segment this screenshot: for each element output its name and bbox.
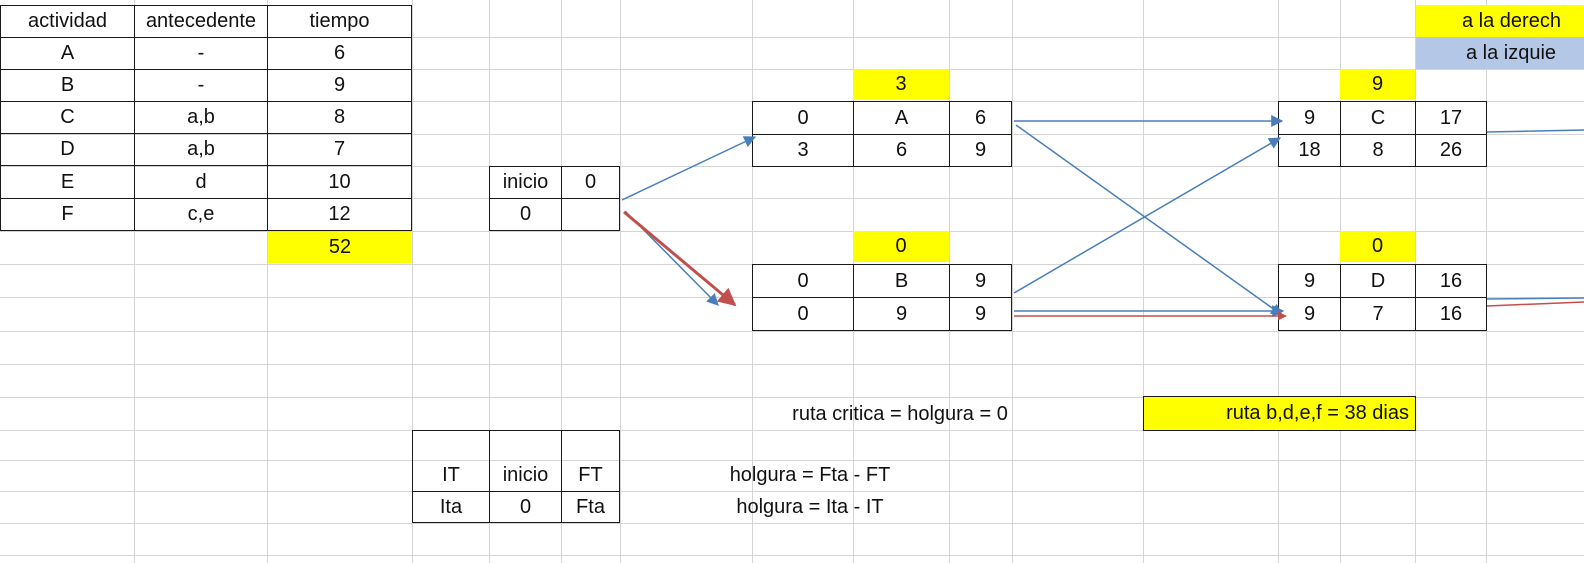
gridline-horizontal <box>0 430 1584 431</box>
cell-act-f[interactable]: F <box>0 198 135 231</box>
node-c-name[interactable]: C <box>1340 101 1416 135</box>
cell-time-c[interactable]: 8 <box>267 101 412 134</box>
node-d-duration[interactable]: 7 <box>1340 297 1416 331</box>
key-inicio[interactable]: inicio <box>489 430 562 492</box>
legend-left-cell[interactable]: a la izquie <box>1416 37 1584 69</box>
inicio-top-right-cell[interactable]: 0 <box>561 166 620 199</box>
gridline-vertical <box>620 0 621 563</box>
gridline-horizontal <box>0 397 1584 398</box>
arrow-inicio-to-b <box>624 210 719 306</box>
cell-act-e[interactable]: E <box>0 165 135 199</box>
gridline-horizontal <box>0 69 1584 70</box>
header-tiempo[interactable]: tiempo <box>267 5 412 38</box>
cell-ant-c[interactable]: a,b <box>134 101 268 134</box>
critical-rule-note[interactable]: ruta critica = holgura = 0 <box>792 403 1008 425</box>
cell-ant-b[interactable]: - <box>134 69 268 102</box>
node-d-name[interactable]: D <box>1340 264 1416 298</box>
cell-act-c[interactable]: C <box>0 101 135 134</box>
header-antecedente[interactable]: antecedente <box>134 5 268 38</box>
node-a-ef[interactable]: 6 <box>949 101 1012 135</box>
cell-time-f[interactable]: 12 <box>267 198 412 231</box>
node-d-lf[interactable]: 16 <box>1415 297 1487 331</box>
node-a-slack[interactable]: 3 <box>853 69 949 100</box>
gridline-horizontal <box>0 491 1584 492</box>
node-d-ef[interactable]: 16 <box>1415 264 1487 298</box>
arrow-inicio-to-b-critical <box>623 210 737 307</box>
legend-right-cell[interactable]: a la derech <box>1416 5 1584 37</box>
total-time-cell[interactable]: 52 <box>268 232 412 263</box>
cell-time-d[interactable]: 7 <box>267 133 412 166</box>
gridline-horizontal <box>0 331 1584 332</box>
node-a-es[interactable]: 0 <box>752 101 854 135</box>
arrow-d-out <box>1486 297 1584 300</box>
arrow-d-out-critical <box>1486 301 1584 307</box>
node-b-es[interactable]: 0 <box>752 264 854 298</box>
node-c-lf[interactable]: 26 <box>1415 134 1487 167</box>
gridline-horizontal <box>0 555 1584 556</box>
gridline-horizontal <box>0 523 1584 524</box>
gridline-vertical <box>134 0 135 563</box>
node-c-slack[interactable]: 9 <box>1340 69 1415 100</box>
gridline-horizontal <box>0 37 1584 38</box>
arrow-b-to-c <box>1013 137 1282 294</box>
cell-time-e[interactable]: 10 <box>267 165 412 199</box>
gridline-vertical <box>267 0 268 563</box>
inicio-bottom-right-cell[interactable] <box>561 198 620 231</box>
gridline-horizontal <box>0 231 1584 232</box>
key-fta[interactable]: Fta <box>561 491 620 523</box>
gridline-vertical <box>412 0 413 563</box>
inicio-bottom-mid-cell[interactable]: 0 <box>489 198 562 231</box>
node-c-ef[interactable]: 17 <box>1415 101 1487 135</box>
gridline-vertical <box>1012 0 1013 563</box>
key-ft[interactable]: FT <box>561 430 620 492</box>
gridline-horizontal <box>0 460 1584 461</box>
node-d-ls[interactable]: 9 <box>1278 297 1341 331</box>
header-actividad[interactable]: actividad <box>0 5 135 38</box>
node-c-ls[interactable]: 18 <box>1278 134 1341 167</box>
cell-time-b[interactable]: 9 <box>267 69 412 102</box>
cell-ant-e[interactable]: d <box>134 165 268 199</box>
arrow-c-out <box>1486 129 1584 133</box>
node-a-lf[interactable]: 9 <box>949 134 1012 167</box>
slack-forward-note[interactable]: holgura = Fta - FT <box>729 463 891 486</box>
cell-act-d[interactable]: D <box>0 133 135 166</box>
key-zero[interactable]: 0 <box>489 491 562 523</box>
cell-time-a[interactable]: 6 <box>267 37 412 70</box>
gridline-horizontal <box>0 364 1584 365</box>
node-b-ls[interactable]: 0 <box>752 297 854 331</box>
gridline-horizontal <box>0 198 1584 199</box>
gridline-vertical <box>561 0 562 563</box>
key-it[interactable]: IT <box>412 430 490 492</box>
cell-ant-d[interactable]: a,b <box>134 133 268 166</box>
node-c-es[interactable]: 9 <box>1278 101 1341 135</box>
key-ita[interactable]: Ita <box>412 491 490 523</box>
cell-ant-a[interactable]: - <box>134 37 268 70</box>
node-d-slack[interactable]: 0 <box>1340 231 1415 262</box>
node-b-slack[interactable]: 0 <box>853 231 949 262</box>
node-a-ls[interactable]: 3 <box>752 134 854 167</box>
slack-backward-note[interactable]: holgura = Ita - IT <box>736 495 884 518</box>
node-b-lf[interactable]: 9 <box>949 297 1012 331</box>
cell-act-a[interactable]: A <box>0 37 135 70</box>
arrow-inicio-to-a <box>621 136 757 201</box>
gridline-vertical <box>489 0 490 563</box>
inicio-label-cell[interactable]: inicio <box>489 166 562 199</box>
critical-path-note[interactable]: ruta b,d,e,f = 38 dias <box>1143 396 1416 431</box>
node-b-name[interactable]: B <box>853 264 950 298</box>
cell-ant-f[interactable]: c,e <box>134 198 268 231</box>
node-b-ef[interactable]: 9 <box>949 264 1012 298</box>
node-a-name[interactable]: A <box>853 101 950 135</box>
node-c-duration[interactable]: 8 <box>1340 134 1416 167</box>
gridline-vertical <box>1143 0 1144 563</box>
cell-act-b[interactable]: B <box>0 69 135 102</box>
node-b-duration[interactable]: 9 <box>853 297 950 331</box>
node-a-duration[interactable]: 6 <box>853 134 950 167</box>
arrow-a-to-d <box>1015 124 1283 316</box>
node-d-es[interactable]: 9 <box>1278 264 1341 298</box>
